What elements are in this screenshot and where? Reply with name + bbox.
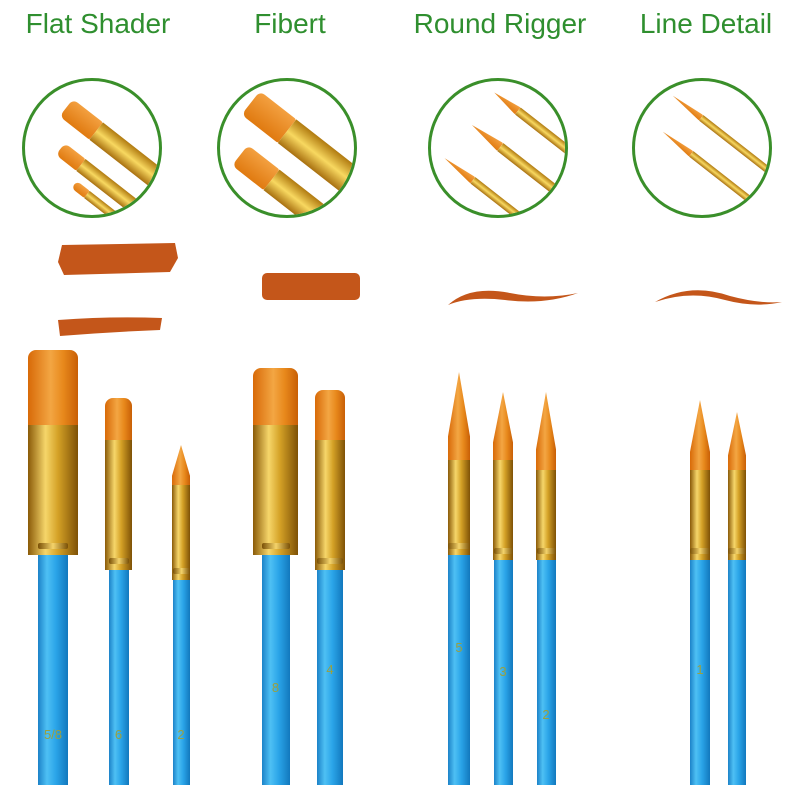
brush-size-label: 8	[271, 680, 280, 695]
brush-handle	[448, 555, 470, 785]
detail-circle-line	[632, 78, 772, 218]
brush-closeup	[661, 129, 769, 215]
brush-bristles	[728, 412, 746, 474]
filbert-stroke	[262, 273, 360, 300]
brush-bristles	[493, 392, 513, 464]
brush-handle	[728, 560, 746, 785]
category-title-line-detail: Line Detail	[639, 8, 773, 39]
brush-ferrule	[172, 485, 190, 580]
brush-handle	[493, 560, 513, 785]
brush-bristles	[105, 398, 132, 444]
brush-crimp	[728, 548, 746, 554]
brush-ferrule	[690, 470, 710, 560]
brush-crimp	[493, 548, 513, 554]
brush-size-label: 6	[114, 727, 123, 742]
brush-bristles	[536, 392, 556, 474]
brush-size-label: 1	[696, 662, 704, 677]
flat-stroke-wide	[58, 243, 178, 275]
category-title-flat-shader: Flat Shader	[25, 8, 171, 39]
brush-handle	[38, 555, 68, 785]
brush-crimp	[261, 543, 290, 549]
brush-crimp	[448, 543, 470, 549]
brush-handle	[536, 560, 556, 785]
brush-bristles	[28, 350, 78, 429]
brush-bristles	[253, 368, 298, 429]
brush-ferrule	[536, 470, 556, 560]
brush-size-label: 2	[542, 707, 550, 722]
brush-ferrule	[315, 440, 345, 570]
brush-crimp	[38, 543, 68, 549]
brush-ferrule	[105, 440, 132, 570]
brush-bristles	[690, 400, 710, 474]
brush-handle	[172, 580, 190, 785]
brush-size-label: 5	[455, 640, 463, 655]
brush-size-label: 5/8	[43, 727, 63, 742]
detail-circle-round	[428, 78, 568, 218]
flat-stroke-narrow	[58, 317, 162, 336]
detail-circle-flat	[22, 78, 162, 218]
brush-ferrule	[493, 460, 513, 560]
round-stroke	[448, 290, 578, 305]
brush-crimp	[317, 558, 343, 564]
brush-handle	[690, 560, 710, 785]
brush-bristles	[172, 445, 190, 489]
line-stroke	[655, 290, 782, 305]
detail-circle-filbert	[217, 78, 357, 218]
brush-closeup	[491, 89, 565, 170]
brush-bristles	[448, 372, 470, 464]
brush-handle	[261, 555, 290, 785]
brush-ferrule	[253, 425, 298, 555]
brush-ferrule	[28, 425, 78, 555]
category-title-fibert: Fibert	[254, 8, 326, 39]
brush-closeup	[671, 93, 769, 183]
brush-bristles	[315, 390, 345, 444]
brush-size-label: 4	[326, 662, 334, 677]
brush-size-label: 3	[499, 664, 507, 679]
brush-crimp	[108, 558, 129, 564]
brush-ferrule	[448, 460, 470, 555]
brush-size-label: 2	[177, 727, 185, 742]
brush-crimp	[172, 568, 190, 574]
category-title-round-rigger: Round Rigger	[413, 8, 587, 39]
brush-ferrule	[728, 470, 746, 560]
brush-crimp	[536, 548, 556, 554]
brush-handle	[317, 570, 343, 785]
brush-crimp	[690, 548, 710, 554]
brush-handle	[108, 570, 129, 785]
